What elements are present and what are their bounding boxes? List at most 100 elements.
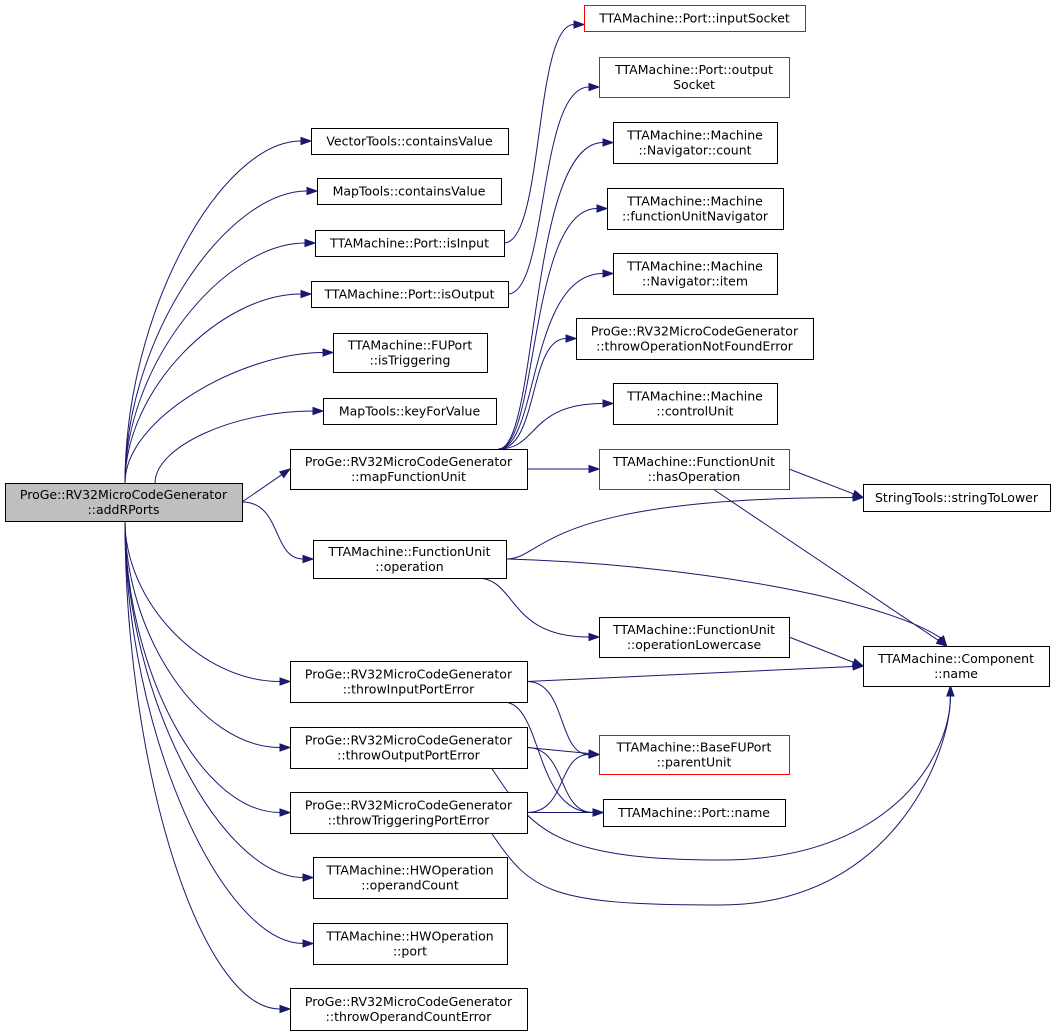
node-box (313, 857, 508, 899)
node-inputSocket[interactable]: TTAMachine::Port::inputSocket (584, 5, 806, 32)
edge-mapFU-to-navCount (498, 138, 615, 450)
call-graph-nodes: ProGe::RV32MicroCodeGenerator::addRPorts… (5, 5, 1051, 1031)
node-label-line: ::operation (375, 559, 443, 574)
node-box (584, 5, 806, 32)
node-isOutput[interactable]: TTAMachine::Port::isOutput (311, 281, 509, 308)
arrowhead-icon (596, 204, 609, 213)
node-box (863, 646, 1050, 687)
arrowhead-icon (279, 1004, 292, 1014)
edge-line (503, 701, 594, 813)
arrowhead-icon (602, 138, 615, 147)
node-label-line: ::parentUnit (657, 755, 732, 770)
edge-addRPorts-to-fuOperation (241, 501, 315, 564)
edge-line (241, 501, 304, 560)
node-fuNavigator[interactable]: TTAMachine::Machine::functionUnitNavigat… (607, 188, 784, 230)
edge-line (124, 520, 281, 682)
edge-line (507, 86, 590, 295)
node-label-line: ::throwOperationNotFoundError (596, 339, 794, 354)
node-box (613, 253, 778, 295)
node-box (599, 735, 790, 775)
node-label-line: ::throwOperandCountError (326, 1009, 493, 1024)
node-throwTriggering[interactable]: ProGe::RV32MicroCodeGenerator::throwTrig… (290, 792, 528, 834)
node-operandCount[interactable]: TTAMachine::HWOperation::operandCount (313, 857, 508, 899)
edge-line (788, 468, 854, 495)
node-hwPort[interactable]: TTAMachine::HWOperation::port (313, 923, 508, 965)
node-box (313, 540, 507, 579)
edge-addRPorts-to-throwInput (124, 520, 292, 686)
arrowhead-icon (279, 743, 292, 752)
node-containsValueVT[interactable]: VectorTools::containsValue (311, 128, 509, 155)
node-navCount[interactable]: TTAMachine::Machine::Navigator::count (613, 122, 778, 164)
node-box (599, 449, 790, 490)
node-isInput[interactable]: TTAMachine::Port::isInput (315, 230, 505, 257)
edge-line (498, 403, 604, 450)
node-isTriggering[interactable]: TTAMachine::FUPort::isTriggering (333, 333, 488, 373)
edge-throwTriggering-to-compName (491, 684, 955, 906)
arrowhead-icon (306, 186, 319, 196)
edge-line (124, 520, 281, 748)
edge-line (526, 754, 590, 813)
edge-line (124, 190, 308, 484)
node-label-line: Socket (673, 77, 715, 92)
arrowhead-icon (300, 289, 313, 299)
node-throwOperandCount[interactable]: ProGe::RV32MicroCodeGenerator::throwOper… (290, 988, 528, 1031)
node-box (607, 188, 784, 230)
node-label-line: TTAMachine::FunctionUnit (612, 622, 775, 637)
edge-line (491, 695, 951, 906)
node-label-line: ProGe::RV32MicroCodeGenerator (305, 667, 513, 682)
node-box (311, 128, 509, 155)
node-label-line: ProGe::RV32MicroCodeGenerator (305, 454, 513, 469)
node-box (315, 230, 505, 257)
edge-line (526, 665, 854, 682)
node-stringToLower[interactable]: StringTools::stringToLower (863, 484, 1051, 512)
node-throwOpNotFound[interactable]: ProGe::RV32MicroCodeGenerator::throwOper… (576, 318, 814, 360)
node-label-line: ::operationLowercase (627, 637, 762, 652)
edge-line (498, 142, 604, 450)
node-portName[interactable]: TTAMachine::Port::name (603, 799, 786, 827)
node-label-line: ::hasOperation (648, 469, 741, 484)
node-containsValueMT[interactable]: MapTools::containsValue (317, 178, 502, 205)
node-mapFU[interactable]: ProGe::RV32MicroCodeGenerator::mapFuncti… (290, 449, 528, 490)
node-navItem[interactable]: TTAMachine::Machine::Navigator::item (613, 253, 778, 295)
arrowhead-icon (279, 677, 292, 686)
node-throwInput[interactable]: ProGe::RV32MicroCodeGenerator::throwInpu… (290, 661, 528, 703)
arrowhead-icon (602, 269, 615, 278)
edge-mapFU-to-hasOperation (527, 464, 601, 474)
arrowhead-icon (937, 635, 948, 648)
node-box (613, 122, 778, 164)
node-label-line: ::throwInputPortError (343, 682, 475, 697)
node-box (333, 333, 488, 373)
node-label-line: TTAMachine::Machine (626, 259, 763, 274)
edge-line (526, 747, 594, 813)
arrowhead-icon (302, 939, 315, 948)
node-controlUnit[interactable]: TTAMachine::Machine::controlUnit (613, 383, 778, 425)
edge-line (498, 338, 567, 450)
node-box (290, 727, 528, 769)
node-box (5, 483, 243, 522)
node-label-line: TTAMachine::FunctionUnit (328, 544, 491, 559)
edge-line (477, 577, 590, 638)
node-box (576, 318, 814, 360)
arrowhead-icon (279, 808, 292, 817)
node-parentUnit[interactable]: TTAMachine::BaseFUPort::parentUnit (599, 735, 790, 775)
arrowhead-icon (573, 20, 586, 29)
node-compName[interactable]: TTAMachine::Component::name (863, 646, 1050, 687)
edge-line (124, 520, 281, 813)
node-hasOperation[interactable]: TTAMachine::FunctionUnit::hasOperation (599, 449, 790, 490)
node-box (599, 617, 790, 658)
edge-addRPorts-to-containsValueMT (124, 186, 319, 484)
edge-line (505, 558, 941, 639)
node-label-line: ::port (393, 944, 427, 959)
node-throwOutput[interactable]: ProGe::RV32MicroCodeGenerator::throwOutp… (290, 727, 528, 769)
node-addRPorts[interactable]: ProGe::RV32MicroCodeGenerator::addRPorts (5, 483, 243, 522)
edge-throwInput-to-compName (526, 662, 865, 682)
node-fuOperation[interactable]: TTAMachine::FunctionUnit::operation (313, 540, 507, 579)
node-keyForValue[interactable]: MapTools::keyForValue (323, 398, 497, 425)
arrowhead-icon (592, 808, 605, 817)
node-label-line: ProGe::RV32MicroCodeGenerator (305, 994, 513, 1009)
node-opLowercase[interactable]: TTAMachine::FunctionUnit::operationLower… (599, 617, 790, 658)
call-graph-edges (124, 20, 955, 1014)
edge-fuOperation-to-compName (505, 558, 948, 648)
edge-line (124, 140, 302, 484)
